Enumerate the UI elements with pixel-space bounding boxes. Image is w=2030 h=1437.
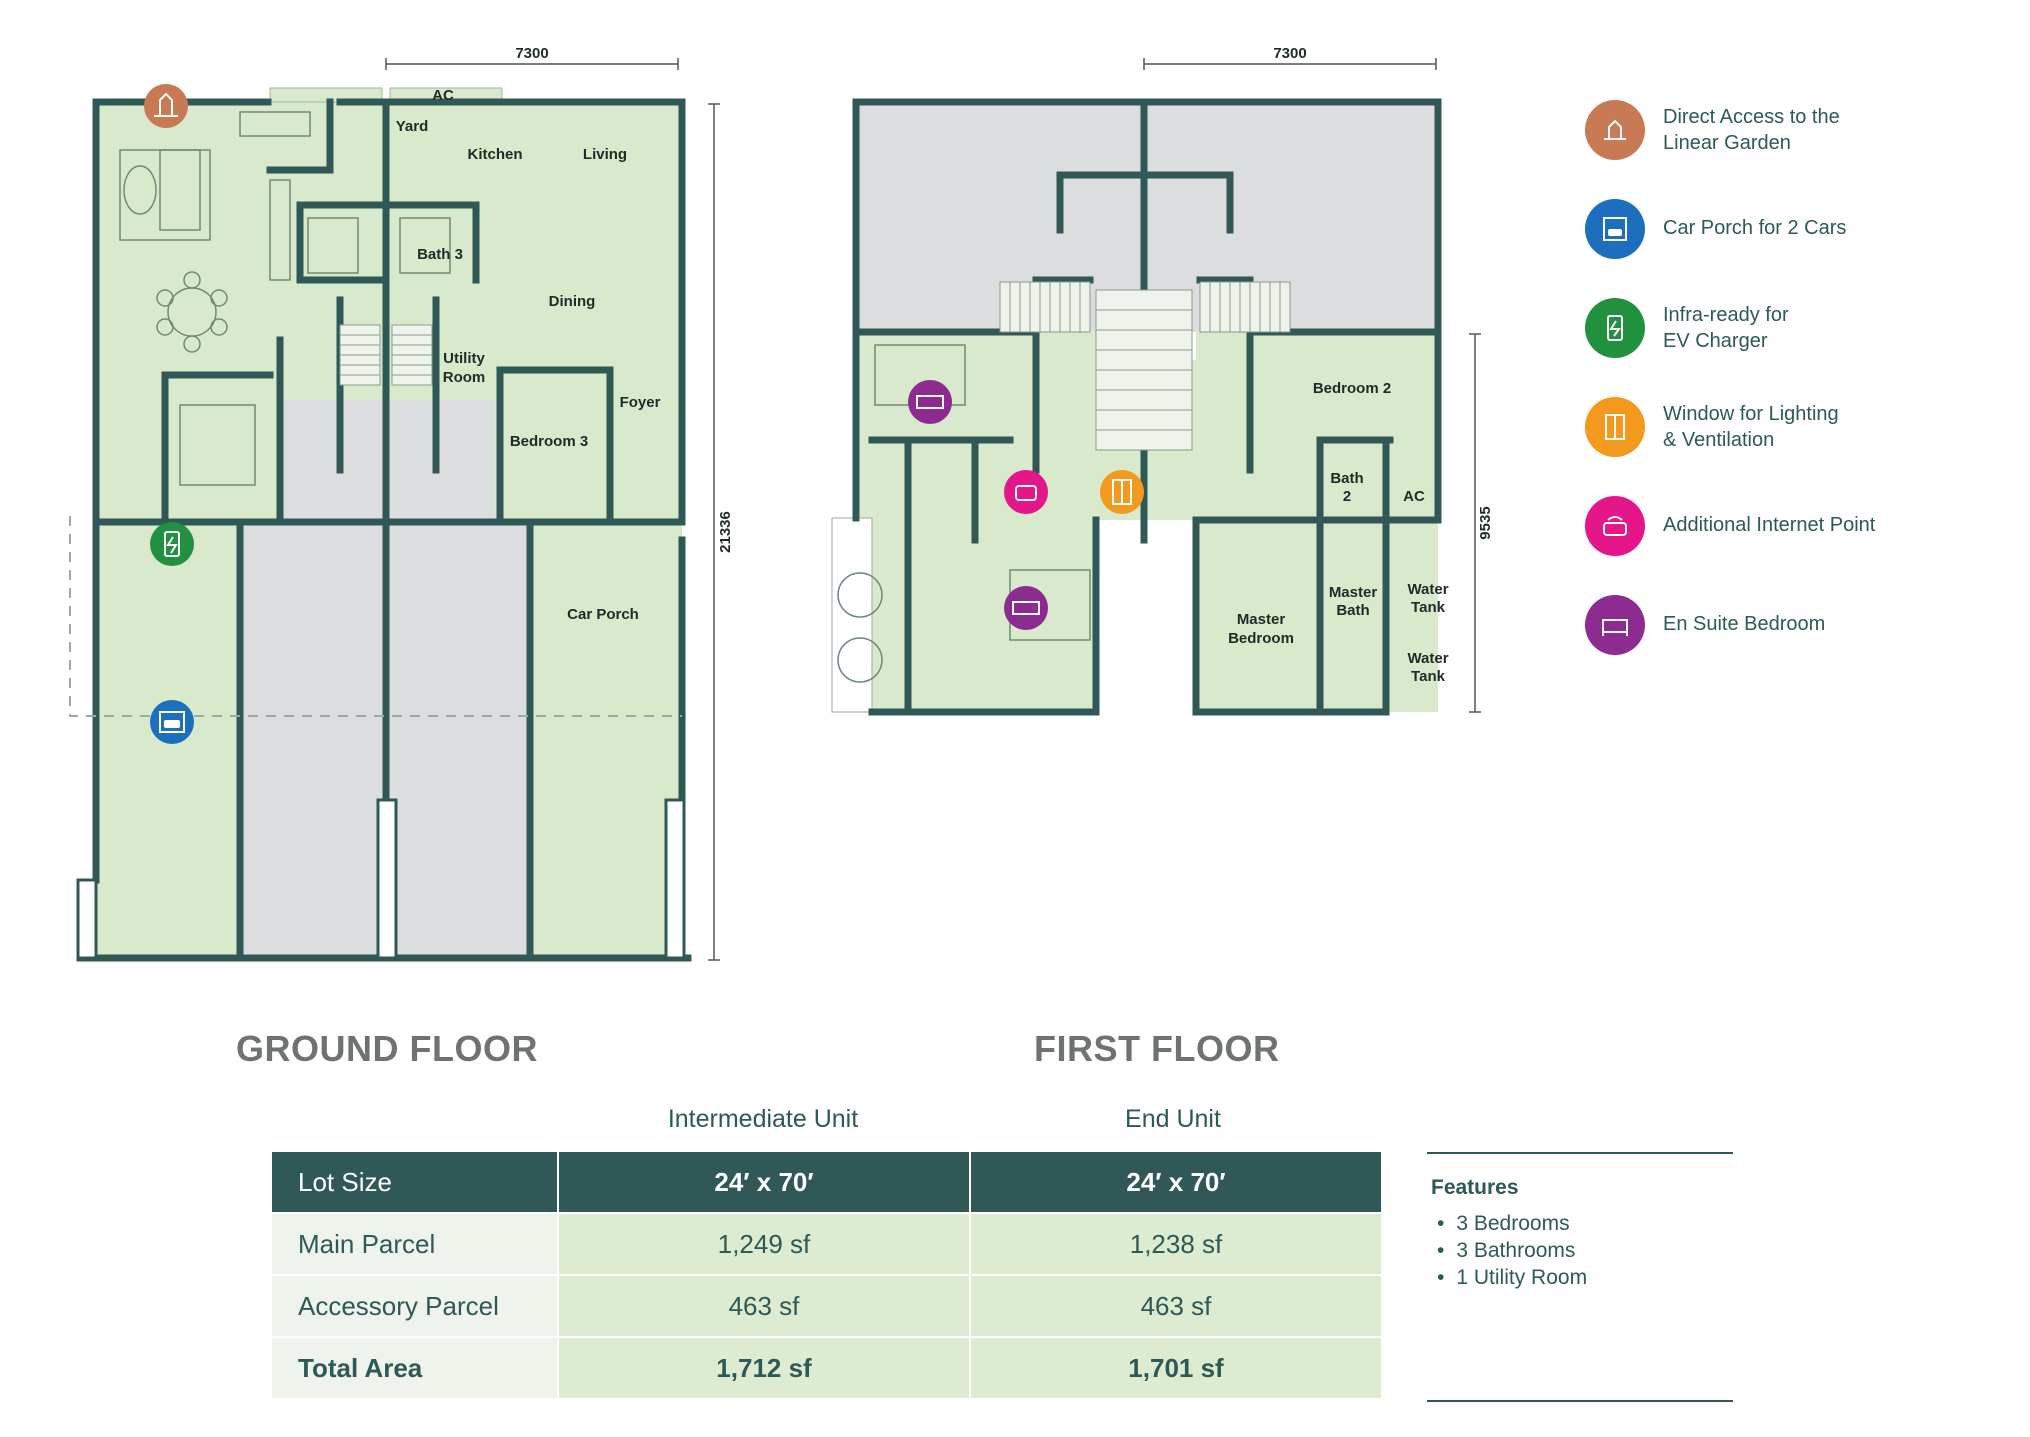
utility-label-2: Room	[443, 369, 486, 386]
ground-width-dimension: 7300	[515, 45, 548, 62]
water-tank-1-label-a: Water	[1407, 581, 1448, 598]
dining-label: Dining	[549, 293, 596, 310]
first-width-dimension: 7300	[1273, 45, 1306, 62]
features-panel: Features 3 Bedrooms 3 Bathrooms 1 Utilit…	[1427, 1152, 1733, 1402]
bath2-label-2: 2	[1343, 488, 1351, 505]
car-porch-label: Car Porch	[567, 606, 639, 623]
legend-item: En Suite Bedroom	[1585, 595, 2005, 659]
master-bedroom-label-2: Bedroom	[1228, 630, 1294, 647]
legend-item: Car Porch for 2 Cars	[1585, 199, 2005, 263]
master-bath-label-2: Bath	[1336, 602, 1369, 619]
first-depth-dimension: 9535	[1477, 506, 1494, 539]
spec-table: Lot Size 24′ x 70′ 24′ x 70′ Main Parcel…	[272, 1152, 1381, 1398]
en-suite-bedroom-icon	[1004, 586, 1048, 630]
row-value: 24′ x 70′	[969, 1152, 1381, 1213]
garden-icon	[1585, 100, 1645, 160]
list-item: 1 Utility Room	[1437, 1264, 1587, 1291]
row-label: Main Parcel	[272, 1212, 558, 1275]
internet-point-icon	[1585, 496, 1645, 556]
row-value: 463 sf	[969, 1274, 1381, 1337]
ground-depth-dimension: 21336	[717, 511, 734, 553]
living-label: Living	[583, 146, 627, 163]
column-header-end: End Unit	[1125, 1105, 1221, 1133]
row-value: 1,249 sf	[557, 1212, 970, 1275]
window-icon	[1100, 470, 1144, 514]
bath2-label-1: Bath	[1330, 470, 1363, 487]
bedroom3-label: Bedroom 3	[510, 433, 588, 450]
yard-label: Yard	[396, 118, 429, 135]
legend-text: Additional Internet Point	[1663, 514, 1876, 536]
first-floor-title: FIRST FLOOR	[1034, 1028, 1280, 1069]
table-row: Lot Size 24′ x 70′ 24′ x 70′	[272, 1152, 1381, 1213]
row-value: 463 sf	[557, 1274, 970, 1337]
row-value: 1,238 sf	[969, 1212, 1381, 1275]
bedroom2-label: Bedroom 2	[1313, 380, 1391, 397]
legend-text: Car Porch for 2 Cars	[1663, 217, 1847, 239]
en-suite-bedroom-icon	[1585, 595, 1645, 655]
kitchen-label: Kitchen	[467, 146, 522, 163]
table-row: Total Area 1,712 sf 1,701 sf	[272, 1336, 1381, 1398]
list-item: 3 Bathrooms	[1437, 1237, 1587, 1264]
row-value: 24′ x 70′	[557, 1152, 970, 1213]
car-porch-icon	[1585, 199, 1645, 259]
legend-text: Window for Lighting & Ventilation	[1663, 403, 1839, 451]
bath3-label: Bath 3	[417, 246, 463, 263]
legend-item: Window for Lighting & Ventilation	[1585, 397, 2005, 461]
table-row: Accessory Parcel 463 sf 463 sf	[272, 1274, 1381, 1337]
first-ac-label: AC	[1403, 488, 1425, 505]
row-label: Accessory Parcel	[272, 1274, 558, 1337]
list-item: 3 Bedrooms	[1437, 1210, 1587, 1237]
ground-floor-plan: 7300 21336	[69, 45, 734, 962]
row-value: 1,712 sf	[557, 1336, 970, 1398]
ev-charger-icon	[1585, 298, 1645, 358]
water-tank-2-label-a: Water	[1407, 650, 1448, 667]
legend-item: Additional Internet Point	[1585, 496, 2005, 560]
en-suite-bedroom-icon	[908, 380, 952, 424]
floor-plans: 7300 21336	[69, 45, 1494, 962]
row-label: Lot Size	[272, 1152, 558, 1213]
master-bath-label-1: Master	[1329, 584, 1378, 601]
table-row: Main Parcel 1,249 sf 1,238 sf	[272, 1212, 1381, 1275]
legend-text: Direct Access to the Linear Garden	[1663, 106, 1840, 154]
row-value: 1,701 sf	[969, 1336, 1381, 1398]
row-label: Total Area	[272, 1336, 558, 1398]
column-header-intermediate: Intermediate Unit	[667, 1105, 859, 1133]
features-list: 3 Bedrooms 3 Bathrooms 1 Utility Room	[1437, 1210, 1587, 1291]
car-porch-icon	[150, 700, 194, 744]
ground-floor-title: GROUND FLOOR	[236, 1028, 538, 1069]
legend-item: Infra-ready for EV Charger	[1585, 298, 2005, 362]
ev-charger-icon	[150, 522, 194, 566]
water-tank-2-label-b: Tank	[1411, 668, 1446, 685]
features-title: Features	[1431, 1176, 1519, 1199]
window-icon	[1585, 397, 1645, 457]
utility-label-1: Utility	[443, 350, 485, 367]
master-bedroom-label-1: Master	[1237, 611, 1286, 628]
legend-item: Direct Access to the Linear Garden	[1585, 100, 2005, 164]
garden-icon	[144, 84, 188, 128]
legend-text: Infra-ready for EV Charger	[1663, 304, 1789, 352]
foyer-label: Foyer	[620, 394, 661, 411]
legend-text: En Suite Bedroom	[1663, 613, 1826, 635]
internet-point-icon	[1004, 470, 1048, 514]
ground-ac-label: AC	[432, 87, 454, 104]
water-tank-1-label-b: Tank	[1411, 599, 1446, 616]
first-floor-plan: 7300 9535	[831, 45, 1494, 716]
